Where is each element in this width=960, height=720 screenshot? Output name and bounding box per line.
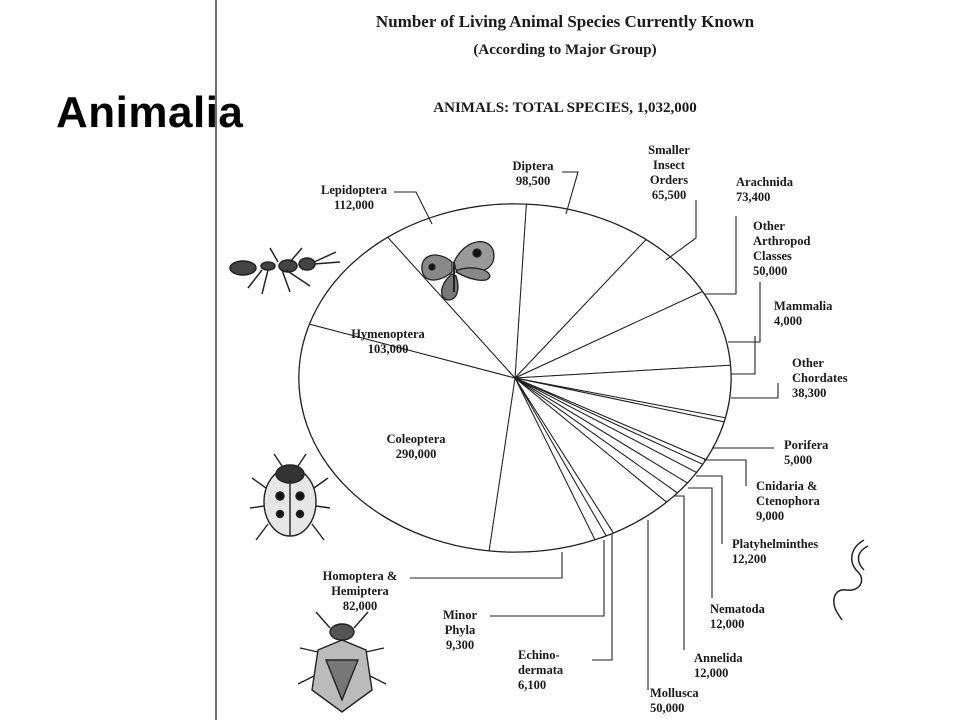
slide-title: Animalia: [56, 88, 244, 137]
ant-icon: [229, 247, 341, 295]
pie-slice-homoptera-hemiptera: [488, 376, 596, 553]
pie-slice-coleoptera: [298, 323, 516, 552]
leader-line-cnidaria-ctenophora: [704, 459, 747, 486]
leader-line-annelida: [674, 495, 685, 650]
leader-line-lepidoptera: [394, 191, 433, 225]
leader-line-homoptera-hemiptera: [410, 552, 563, 579]
ladybug-icon: [249, 453, 331, 541]
leader-line-smaller-insect-orders: [665, 200, 697, 261]
worm-icon: [833, 539, 869, 621]
leader-line-diptera: [562, 171, 579, 215]
leader-line-minor-phyla: [490, 540, 605, 617]
pie-chart: [298, 203, 732, 553]
leader-line-echinodermata: [592, 534, 613, 661]
leader-line-arachnida: [704, 216, 737, 295]
pie-slice-diptera: [514, 203, 647, 380]
chart-total-label: ANIMALS: TOTAL SPECIES, 1,032,000: [433, 100, 697, 116]
leader-line-other-arthropod-classes: [728, 282, 761, 343]
chart-title: Number of Living Animal Species Currentl…: [375, 12, 755, 31]
leader-lines: [394, 171, 779, 690]
shield-bug-icon: [297, 611, 387, 713]
chart-subtitle: (According to Major Group): [473, 42, 657, 58]
leader-line-platyhelminthes: [696, 475, 723, 544]
butterfly-icon: [421, 241, 495, 301]
pie-slice-hymenoptera: [308, 236, 517, 379]
leader-line-mammalia: [731, 336, 756, 375]
leader-line-other-chordates: [731, 383, 779, 399]
leader-line-nematoda: [688, 487, 713, 598]
